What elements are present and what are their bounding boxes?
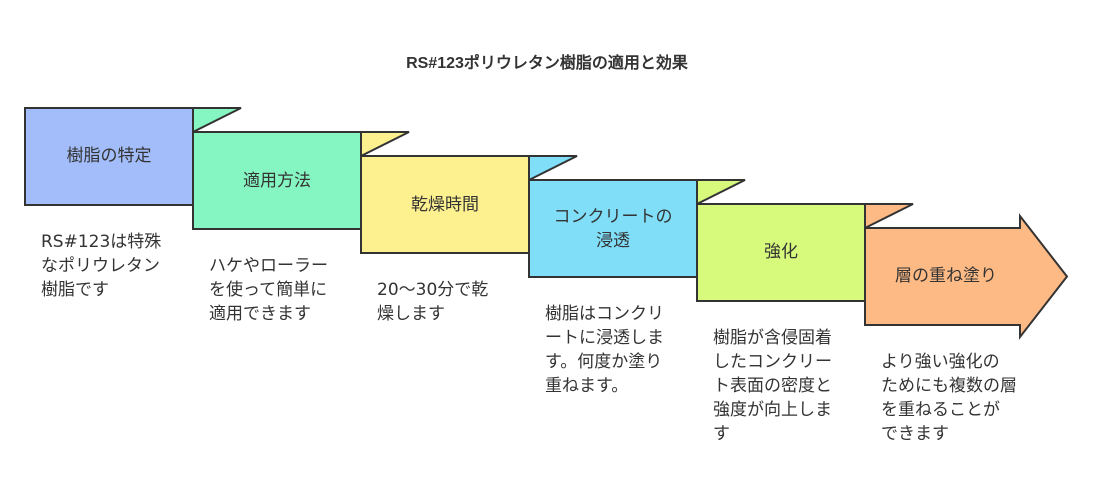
step-4-flap: [528, 155, 578, 182]
step-6-arrow: [864, 213, 1069, 340]
step-3-box: [360, 155, 530, 254]
step-5-description: 樹脂が含侵固着 したコンクリー ト表面の密度と 強度が向上しま す: [713, 328, 832, 444]
step-6-label: 層の重ね塗り: [895, 266, 997, 286]
step-2-box: [192, 131, 362, 230]
step-4-description: 樹脂はコンクリ ートに浸透しま す。何度か塗り 重ねます。: [545, 304, 664, 396]
step-2-flap: [192, 107, 242, 134]
step-6-flap: [864, 203, 914, 230]
step-5-flap: [696, 179, 746, 206]
diagram-title: RS#123ポリウレタン樹脂の適用と効果: [406, 55, 688, 72]
step-1-description: RS#123は特殊 なポリウレタン 樹脂です: [41, 232, 162, 300]
step-3-description: 20〜30分で乾 燥します: [377, 280, 489, 324]
step-5-label: 強化: [764, 242, 798, 262]
step-6-description: より強い強化の ためにも複数の層 を重ねることが できます: [881, 352, 1017, 444]
step-2-description: ハケやローラー を使って簡単に 適用できます: [209, 256, 328, 324]
step-4-label: コンクリートの 浸透: [553, 207, 673, 251]
step-1-label: 樹脂の特定: [66, 146, 152, 166]
step-2-label: 適用方法: [243, 171, 311, 191]
step-3-flap: [360, 131, 410, 158]
step-3-label: 乾燥時間: [411, 195, 479, 215]
step-5-box: [696, 203, 866, 302]
